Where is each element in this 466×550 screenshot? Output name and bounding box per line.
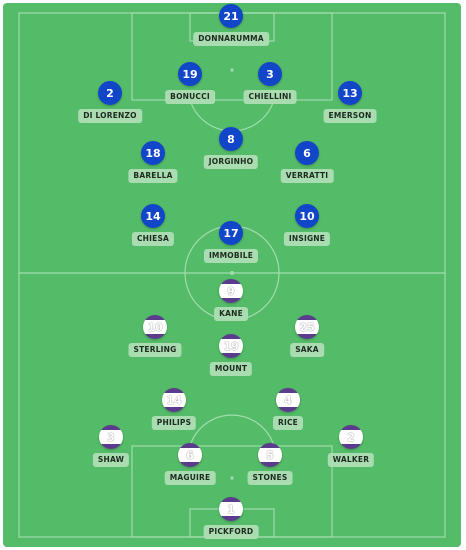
shirt-number: 21 xyxy=(219,4,243,28)
shirt-number: 3 xyxy=(258,62,282,86)
penalty-spot-bottom xyxy=(230,476,234,480)
shirt-number: 19 xyxy=(219,334,243,358)
player-name: DI LORENZO xyxy=(78,109,142,123)
player-name: EMERSON xyxy=(323,109,377,123)
player-name: PHILIPS xyxy=(151,416,197,430)
player-name: MAGUIRE xyxy=(164,471,216,485)
shirt-number: 4 xyxy=(276,388,300,412)
player-name: MOUNT xyxy=(209,362,253,376)
shirt-number: 10 xyxy=(295,204,319,228)
shirt-number: 6 xyxy=(295,141,319,165)
shirt-number: 14 xyxy=(162,388,186,412)
player-name: IMMOBILE xyxy=(203,249,259,263)
shirt-number: 18 xyxy=(141,141,165,165)
player-name: CHIESA xyxy=(131,232,175,246)
shirt-number: 10 xyxy=(143,315,167,339)
shirt-number: 19 xyxy=(178,62,202,86)
penalty-arc-bottom xyxy=(189,414,275,447)
shirt-number: 1 xyxy=(219,497,243,521)
player-name: STERLING xyxy=(128,343,182,357)
shirt-number: 2 xyxy=(339,425,363,449)
shirt-number: 14 xyxy=(141,204,165,228)
player-name: SAKA xyxy=(290,343,324,357)
player-name: CHIELLINI xyxy=(243,90,297,104)
player-name: BARELLA xyxy=(128,169,178,183)
shirt-number: 5 xyxy=(258,443,282,467)
player-name: SHAW xyxy=(92,453,130,467)
shirt-number: 17 xyxy=(219,221,243,245)
player-name: PICKFORD xyxy=(203,525,259,539)
player-name: VERRATTI xyxy=(280,169,334,183)
penalty-spot-top xyxy=(230,68,234,72)
shirt-number: 13 xyxy=(338,81,362,105)
centre-spot xyxy=(230,271,234,275)
player-name: STONES xyxy=(247,471,293,485)
shirt-number: 6 xyxy=(178,443,202,467)
shirt-number: 3 xyxy=(99,425,123,449)
player-name: DONNARUMMA xyxy=(193,32,269,46)
shirt-number: 8 xyxy=(219,127,243,151)
shirt-number: 9 xyxy=(219,279,243,303)
shirt-number: 25 xyxy=(295,315,319,339)
player-name: KANE xyxy=(214,307,248,321)
player-name: INSIGNE xyxy=(283,232,331,246)
shirt-number: 2 xyxy=(98,81,122,105)
player-name: BONUCCI xyxy=(165,90,215,104)
player-name: RICE xyxy=(273,416,303,430)
player-name: WALKER xyxy=(327,453,375,467)
player-name: JORGINHO xyxy=(203,155,259,169)
